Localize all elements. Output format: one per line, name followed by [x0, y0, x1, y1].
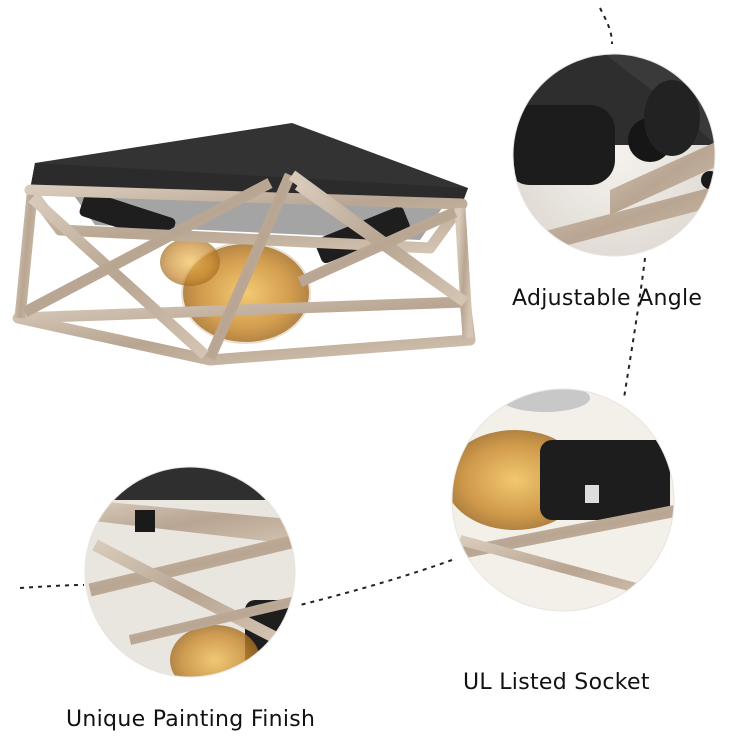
caption-unique-painting-finish: Unique Painting Finish	[66, 707, 316, 732]
detail-painting-finish	[85, 467, 295, 677]
detail-ul-listed-socket	[452, 389, 674, 611]
dashed-connectors	[19, 7, 646, 606]
caption-ul-listed-socket: UL Listed Socket	[463, 670, 650, 695]
caption-adjustable-angle: Adjustable Angle	[512, 286, 703, 311]
ceiling-light-fixture	[12, 123, 476, 366]
detail-adjustable-angle	[513, 54, 715, 256]
